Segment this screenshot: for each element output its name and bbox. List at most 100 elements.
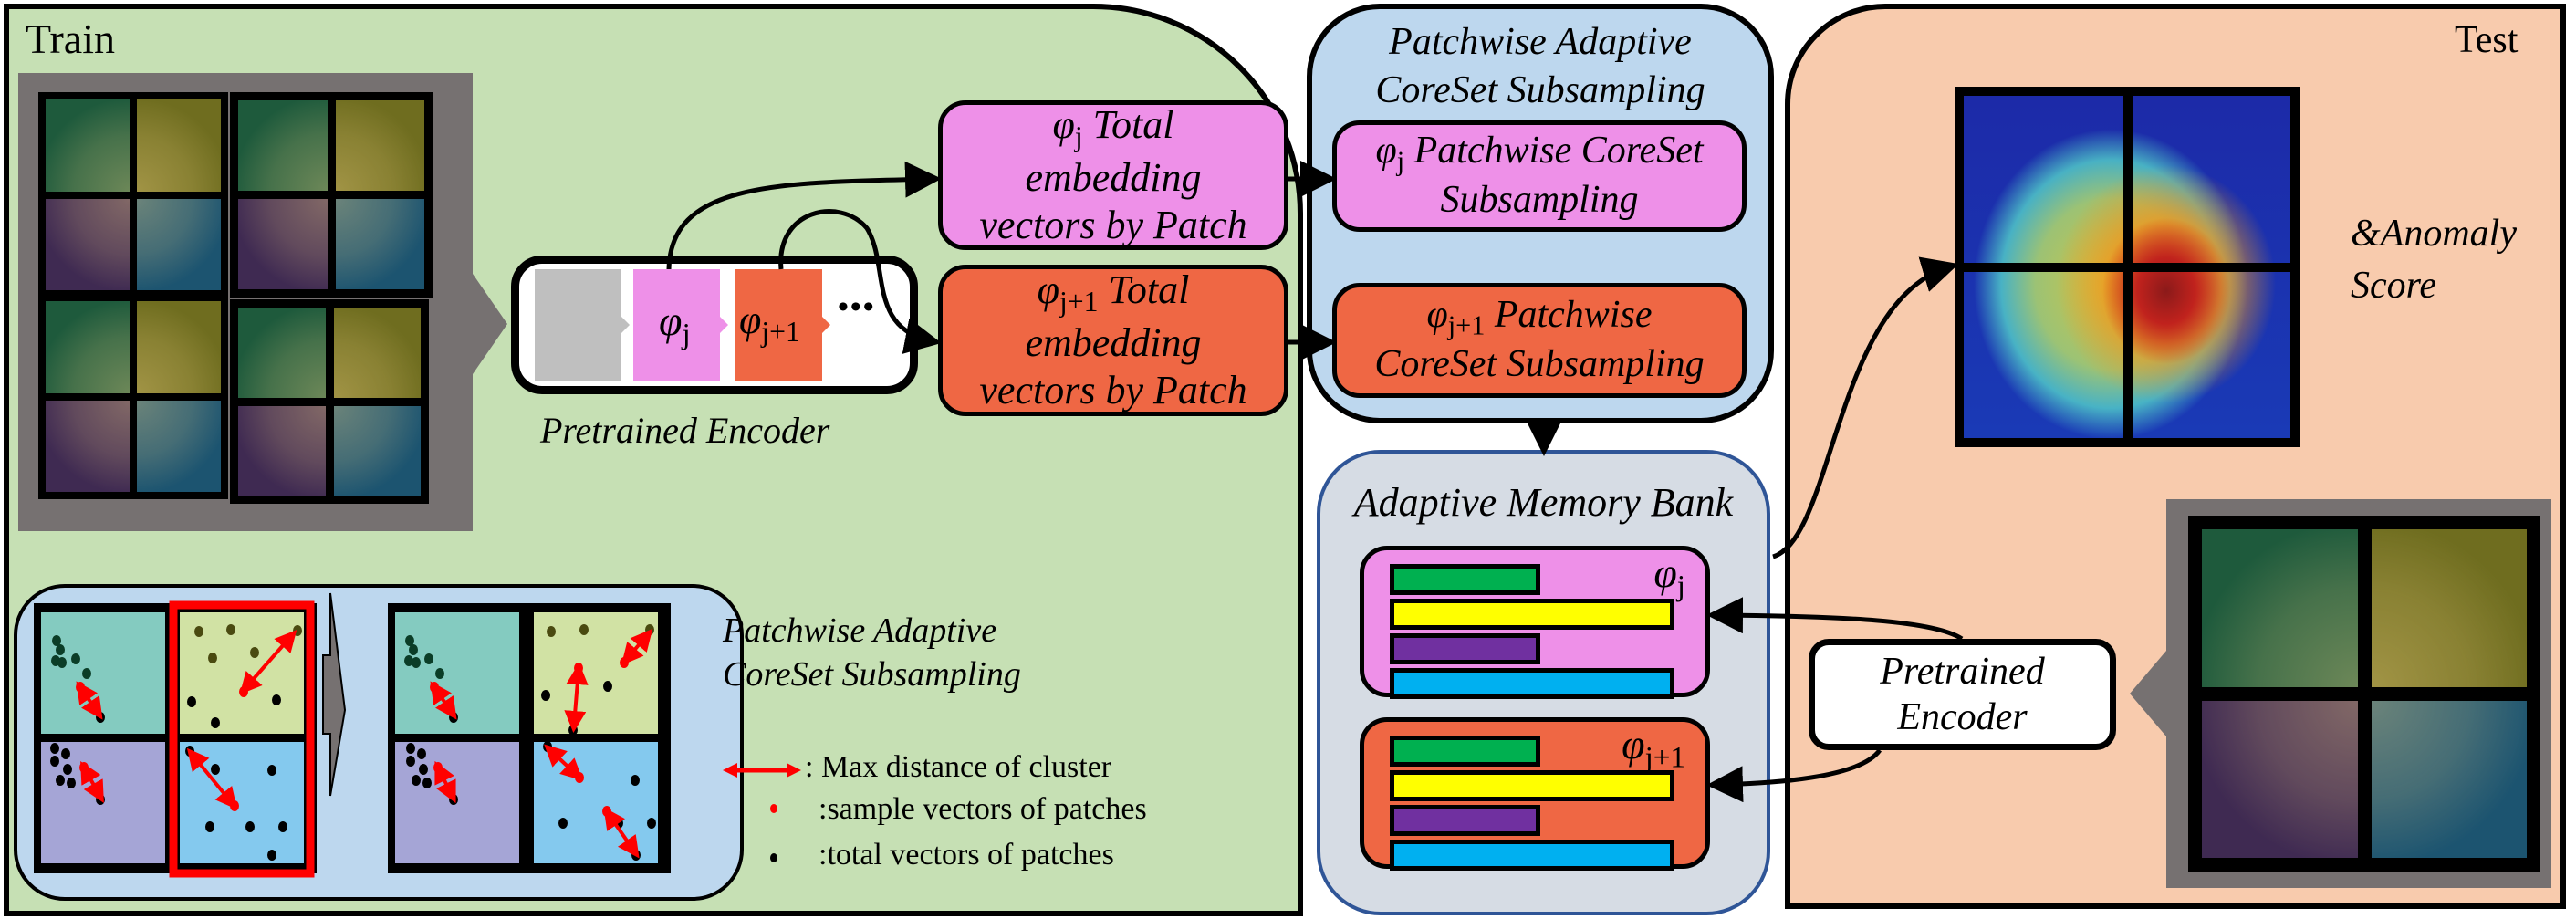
total-vector-dot <box>267 765 276 776</box>
phi-symbol: φ <box>1622 721 1645 768</box>
max-distance-arrow <box>434 760 456 804</box>
image-patch <box>238 405 326 496</box>
total-vector-dot <box>63 764 72 775</box>
total-vector-dot <box>272 694 281 705</box>
train-image-1 <box>38 92 228 298</box>
box-line: embedding <box>1025 319 1202 365</box>
max-distance-arrow <box>603 807 640 859</box>
total-vector-dot <box>56 775 65 786</box>
image-patch <box>2371 529 2527 687</box>
train-image-4 <box>230 299 429 504</box>
encoder-line: Encoder <box>1897 696 2028 738</box>
image-patch <box>2371 700 2527 858</box>
legend-max-distance: : Max distance of cluster <box>805 750 1112 784</box>
total-vector-dot <box>417 748 426 759</box>
max-distance-arrow <box>186 747 238 810</box>
phi-j-total-embedding-box: φj Total embedding vectors by Patch <box>938 100 1288 250</box>
heatmap-divider-h <box>1955 263 2300 272</box>
image-patch <box>137 198 221 290</box>
total-vector-dot <box>406 743 415 754</box>
box-line: CoreSet Subsampling <box>1374 343 1705 386</box>
box-line: vectors by Patch <box>979 202 1247 247</box>
total-vector-dot <box>187 696 196 707</box>
coreset-panel-title: Patchwise Adaptive CoreSet Subsampling <box>1307 18 1774 114</box>
arrow-memory-to-heatmap <box>1772 256 1959 559</box>
max-distance-arrow <box>76 681 103 720</box>
arrow-phi-j1-to-embedding <box>778 209 942 354</box>
red-dot-icon <box>770 804 777 813</box>
image-patch <box>333 405 421 496</box>
highlight-column <box>169 600 315 878</box>
total-vector-dot <box>558 818 568 829</box>
box-line: Total <box>1108 267 1190 313</box>
phi-subscript: j <box>1396 145 1405 177</box>
image-patch <box>333 308 421 398</box>
arrow-test-encoder-to-bank-j1 <box>1706 748 1882 803</box>
total-vector-dot <box>57 657 67 668</box>
image-patch <box>46 198 130 290</box>
total-vector-dot <box>435 668 444 679</box>
memory-bank-phi-j: φj <box>1360 546 1710 699</box>
phi-subscript: j <box>1676 569 1685 603</box>
total-vector-dot <box>647 818 656 829</box>
total-vector-dot <box>424 653 433 664</box>
phi-subscript: j <box>1074 120 1083 153</box>
process-arrow-icon <box>322 592 347 797</box>
max-distance-arrow <box>80 761 104 803</box>
legend-total-vectors: :total vectors of patches <box>819 838 1114 872</box>
legend-sample-vectors: :sample vectors of patches <box>819 792 1147 826</box>
anomaly-heatmap <box>1955 87 2300 447</box>
image-patch <box>46 99 130 192</box>
phi-symbol: φ <box>1426 294 1448 337</box>
image-patch <box>46 400 130 492</box>
total-vector-dot <box>82 668 91 679</box>
phi-symbol: φ <box>1037 267 1059 313</box>
phi-symbol: φ <box>1653 549 1677 596</box>
total-vector-dot <box>50 743 59 754</box>
max-distance-arrow <box>430 681 457 720</box>
memory-bank-label: φj <box>1653 548 1685 603</box>
encoder-layer-phi-j: φj <box>633 269 728 381</box>
image-patch <box>137 301 221 393</box>
total-vector-dot <box>412 775 421 786</box>
total-vector-dot <box>226 624 235 635</box>
total-vector-dot <box>61 748 70 759</box>
memory-bar <box>1390 805 1540 836</box>
phi-symbol: φ <box>1375 130 1397 172</box>
phi-j1-patchwise-coreset-box: φj+1 Patchwise CoreSet Subsampling <box>1332 283 1747 398</box>
title-line: CoreSet Subsampling <box>1375 68 1705 111</box>
frame-pointer-icon <box>473 274 507 374</box>
train-encoder-caption: Pretrained Encoder <box>540 410 830 451</box>
max-distance-arrow <box>564 663 589 733</box>
phi-symbol: φ <box>659 298 683 344</box>
memory-bar <box>1390 633 1540 664</box>
memory-bar <box>1390 770 1674 801</box>
anomaly-score-label: &Anomaly Score <box>2351 208 2517 311</box>
total-vector-dot <box>412 657 421 668</box>
total-vector-dot <box>208 653 217 663</box>
total-vector-dot <box>205 821 214 832</box>
max-distance-arrow <box>621 628 653 666</box>
train-image-3 <box>38 294 228 499</box>
phi-symbol: φ <box>739 298 762 342</box>
memory-bank-phi-j1: φj+1 <box>1360 717 1710 871</box>
image-patch <box>46 301 130 393</box>
box-line: Total <box>1092 102 1174 148</box>
memory-bar <box>1390 668 1674 699</box>
total-vector-dot <box>194 626 203 637</box>
encoder-line: Pretrained <box>1880 650 2045 693</box>
phi-j-patchwise-coreset-box: φj Patchwise CoreSet Subsampling <box>1332 120 1747 232</box>
phi-subscript: j+1 <box>761 315 800 348</box>
box-line: Patchwise CoreSet <box>1413 130 1704 172</box>
memory-bar <box>1390 599 1674 630</box>
image-patch <box>2202 700 2358 858</box>
title-line: Patchwise Adaptive <box>1389 21 1692 63</box>
total-vector-dot <box>579 624 589 635</box>
total-vector-dot <box>211 717 220 728</box>
test-frame-pointer-icon <box>2130 651 2166 736</box>
image-patch <box>335 100 424 191</box>
quadrant <box>395 612 519 734</box>
